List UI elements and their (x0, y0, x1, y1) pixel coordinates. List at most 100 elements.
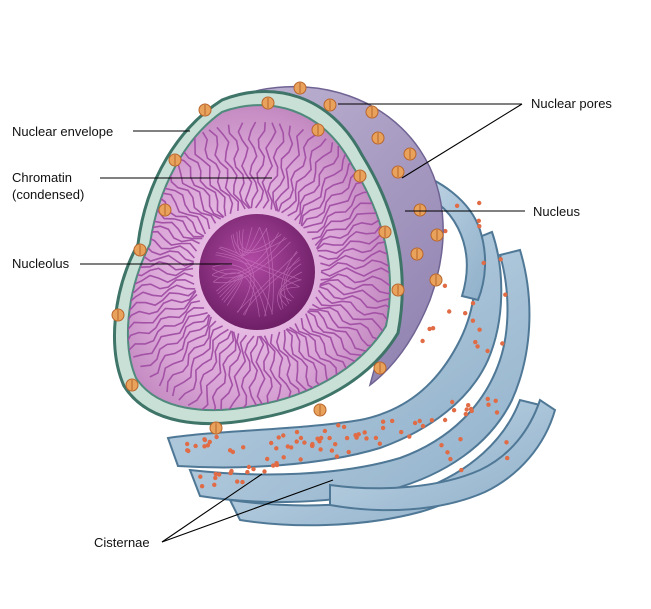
chromatin-strand (220, 333, 242, 411)
chromatin-strand (227, 334, 248, 411)
nucleolus-fiber (241, 227, 253, 255)
ribosome (420, 423, 426, 429)
ribosome (475, 344, 480, 349)
ribosome (319, 435, 324, 441)
ribosome (466, 403, 471, 408)
nuclear-pore (391, 165, 405, 179)
ribosome (213, 471, 218, 477)
nuclear-pore (125, 378, 139, 392)
ribosome (390, 418, 395, 424)
chromatin-strand (301, 169, 367, 227)
label-nucleolus: Nucleolus (12, 256, 70, 271)
er-sheet-5 (329, 398, 557, 512)
ribosome (439, 443, 444, 448)
ribosome (294, 439, 299, 444)
chromatin-strand (247, 121, 259, 209)
ribosome (302, 440, 307, 445)
ribosome (373, 435, 379, 441)
ribosome (241, 445, 246, 450)
ribosome (199, 484, 205, 489)
ribosome (333, 442, 338, 447)
nucleolus-fiber (265, 227, 274, 315)
nuclear-pores (111, 81, 444, 435)
chromatin-strand (317, 289, 391, 328)
ribosome (274, 461, 279, 466)
ribosomes (185, 189, 510, 489)
ribosome (341, 424, 347, 430)
nucleolus-fiber (211, 268, 267, 317)
ribosome (213, 475, 218, 481)
ribosome (310, 441, 315, 447)
label-nuclear-pores: Nuclear pores (531, 96, 612, 111)
nucleolus-fiber (236, 226, 260, 255)
ribosome (217, 472, 222, 477)
ribosome (193, 443, 198, 449)
ribosome (464, 407, 469, 412)
nucleolus-fiber (239, 230, 282, 251)
chromatin-strand (216, 126, 246, 210)
ribosome (251, 466, 256, 472)
chromatin-strand (274, 128, 305, 212)
chromatin-strand (128, 306, 205, 351)
nucleolus-fiber (218, 247, 302, 281)
chromatin-strand (315, 296, 391, 335)
ribosome (476, 218, 481, 223)
ribosome (276, 435, 281, 440)
ribosome (228, 470, 233, 476)
chromatin-strand (127, 278, 195, 295)
nuclear-pore (373, 361, 387, 375)
nuclear-pore (111, 308, 125, 322)
ribosome (463, 311, 468, 316)
chromatin-strand (208, 129, 240, 211)
ribosome (407, 434, 412, 439)
nuclear-pore (293, 81, 307, 95)
ribosome (477, 327, 482, 332)
chromatin-strand (281, 138, 327, 214)
chromatin-strand (140, 314, 210, 368)
nuclear-pore (429, 273, 443, 287)
chromatin-strand (127, 272, 194, 286)
nuclear-pore (403, 147, 417, 161)
ribosome (317, 439, 322, 444)
nuclear-pore (158, 203, 172, 217)
nuclear-pore (365, 105, 379, 119)
chromatin-strand (287, 142, 334, 217)
ribosome (504, 440, 509, 445)
ribosome (451, 408, 457, 413)
chromatin-strand (127, 258, 194, 271)
nuclear-pore (371, 131, 385, 145)
ribosome (281, 433, 286, 438)
nuclear-pore (133, 243, 147, 257)
nuclear-pore (168, 153, 182, 167)
chromatin-strand (320, 267, 391, 277)
chromatin-strand (320, 257, 391, 272)
chromatin-strand (227, 124, 250, 209)
nucleolus-fiber (230, 227, 268, 256)
chromatin-strand (158, 316, 212, 387)
ribosome (380, 425, 386, 431)
ribosome (356, 432, 361, 437)
chromatin-strand (254, 122, 266, 209)
nucleolus-fiber (236, 252, 298, 313)
nuclear-pore (391, 283, 405, 297)
nuclear-pore (410, 247, 424, 261)
chromatin-strand (298, 151, 348, 225)
ribosome (202, 444, 207, 449)
nucleolus-fiber (283, 257, 300, 304)
nuclear-pore (378, 225, 392, 239)
ribosome (470, 301, 476, 306)
ribosome (336, 423, 341, 428)
chromatin-strand (237, 122, 253, 209)
chromatin-strand (171, 325, 223, 397)
nuclear-pore (323, 98, 337, 112)
label-chromatin-condensed: (condensed) (12, 187, 84, 202)
ribosome (227, 448, 233, 453)
ribosome (430, 326, 436, 331)
ribosome (281, 455, 286, 460)
ribosome (505, 455, 510, 461)
ribosome (429, 418, 435, 423)
ribosome (212, 482, 217, 487)
chromatin-strand (178, 328, 229, 401)
nuclear-pore (311, 123, 325, 137)
chromatin-strand (200, 330, 235, 411)
